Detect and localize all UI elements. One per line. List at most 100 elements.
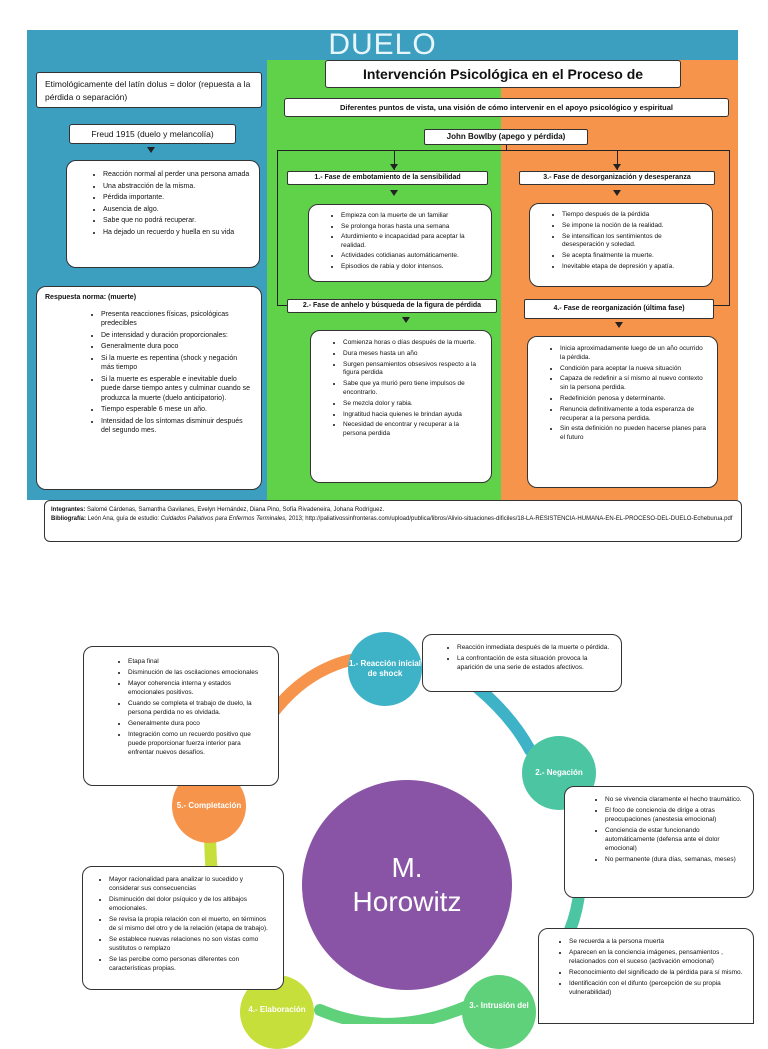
list-item: Reacción normal al perder una persona am… — [103, 170, 251, 180]
list-item: Redefinición penosa y determinante. — [560, 395, 709, 404]
freud-heading-text: Freud 1915 (duelo y melancolía) — [91, 129, 214, 139]
phase4-box: Inicia aproximadamente luego de un año o… — [527, 336, 718, 488]
etymology-text: Etimológicamente del latín dolus = dolor… — [45, 79, 251, 102]
shock-box: Reacción inmediata después de la muerte … — [422, 634, 622, 692]
stage-circle-intrusion: 3.- Intrusión del — [462, 975, 536, 1049]
connector-line — [394, 150, 395, 170]
phase1-heading-text: 1.- Fase de embotamiento de la sensibili… — [314, 174, 461, 181]
list-item: Ausencia de algo. — [103, 205, 251, 215]
intrusion-box: Se recuerda a la persona muerta Aparecen… — [538, 928, 754, 1024]
center-label: M. Horowitz — [352, 852, 462, 917]
stage-label: 3.- Intrusión del — [469, 1001, 529, 1010]
list-item: Se acepta finalmente la muerte. — [562, 252, 704, 261]
phase3-heading-text: 3.- Fase de desorganización y desesperan… — [543, 174, 691, 181]
list-item: Se impone la noción de la realidad. — [562, 222, 704, 231]
list-item: Etapa final — [128, 657, 268, 666]
list-item: Capaza de redefinir a sí mismo al nuevo … — [560, 375, 709, 393]
list-item: Reconocimiento del significado de la pér… — [569, 968, 745, 977]
list-item: Identificación con el difunto (percepció… — [569, 979, 745, 997]
stage-label: 4.- Elaboración — [248, 1005, 306, 1014]
shock-list: Reacción inmediata después de la muerte … — [427, 643, 613, 672]
list-item: No permanente (dura días, semanas, meses… — [605, 855, 745, 864]
intervention-title-box: Intervención Psicológica en el Proceso d… — [325, 60, 681, 88]
bibliografia-pre: León Ana, guía de estudio: — [86, 515, 161, 522]
integrantes-line: Integrantes: Salomé Cárdenas, Samantha G… — [51, 506, 735, 515]
list-item: De intensidad y duración proporcionales: — [101, 331, 251, 341]
list-item: Pérdida importante. — [103, 193, 251, 203]
list-item: Integración como un recuerdo positivo qu… — [128, 730, 268, 757]
phase2-heading-text: 2.- Fase de anhelo y búsqueda de la figu… — [302, 302, 482, 309]
list-item: Disminución del dolor psíquico y de los … — [109, 895, 275, 913]
normal-response-heading: Respuesta norma: (muerte) — [45, 294, 137, 301]
bibliografia-line: Bibliografía: León Ana, guía de estudio:… — [51, 515, 735, 524]
list-item: Se las percibe como personas diferentes … — [109, 955, 275, 973]
elaboration-box: Mayor racionalidad para analizar lo suce… — [82, 866, 284, 990]
completion-box: Etapa final Disminución de las oscilacio… — [83, 646, 279, 786]
list-item: Disminución de las oscilaciones emociona… — [128, 668, 268, 677]
connector-line — [277, 150, 729, 151]
list-item: Una abstracción de la misma. — [103, 182, 251, 192]
subtitle-box: Diferentes puntos de vista, una visión d… — [284, 98, 729, 117]
list-item: Si la muerte es repentina (shock y negac… — [101, 354, 251, 373]
freud-list: Reacción normal al perder una persona am… — [77, 170, 251, 237]
phase4-heading-text: 4.- Fase de reorganización (última fase) — [553, 305, 685, 312]
list-item: Se recuerda a la persona muerta — [569, 937, 745, 946]
completion-list: Etapa final Disminución de las oscilacio… — [90, 657, 268, 757]
list-item: Se mezcla dolor y rabia. — [343, 400, 483, 409]
bibliografia-book: Cuidados Paliativos para Enfermos Termin… — [160, 515, 287, 522]
phase2-list: Comienza horas o días después de la muer… — [317, 339, 483, 439]
arc-intrusion-elaboration — [314, 999, 476, 1024]
arrow-icon — [613, 190, 621, 196]
list-item: Cuando se completa el trabajo de duelo, … — [128, 699, 268, 717]
list-item: Necesidad de encontrar y recuperar a la … — [343, 421, 483, 439]
normal-response-box: Respuesta norma: (muerte) Presenta reacc… — [36, 286, 262, 490]
list-item: Renuncia definitivamente a toda esperanz… — [560, 406, 709, 424]
list-item: Inicia aproximadamente luego de un año o… — [560, 345, 709, 363]
list-item: Generalmente dura poco — [128, 719, 268, 728]
stage-label: 5.- Completación — [176, 801, 242, 810]
list-item: Ingratitud hacia quienes le brindan ayud… — [343, 411, 483, 420]
list-item: Conciencia de estar funcionando automáti… — [605, 826, 745, 853]
integrantes-text: Salomé Cárdenas, Samantha Gavilanes, Eve… — [85, 507, 385, 513]
phase3-heading: 3.- Fase de desorganización y desesperan… — [519, 171, 715, 185]
list-item: El foco de conciencia de dirige a otras … — [605, 806, 745, 824]
phase3-list: Tiempo después de la pérdida Se impone l… — [536, 211, 704, 272]
list-item: Inevitable etapa de depresión y apatía. — [562, 263, 704, 272]
list-item: Generalmente dura poco — [101, 342, 251, 352]
list-item: Mayor coherencia interna y estados emoci… — [128, 679, 268, 697]
stage-circle-shock: 1.- Reacción inicial de shock — [348, 632, 422, 706]
list-item: Actividades cotidianas automáticamente. — [341, 252, 483, 261]
list-item: Se revisa la propia relación con el muer… — [109, 915, 275, 933]
connector-line — [506, 145, 507, 151]
bowlby-heading: John Bowlby (apego y pérdida) — [424, 129, 588, 145]
arrow-icon — [402, 317, 410, 323]
list-item: Aturdimiento e incapacidad para aceptar … — [341, 233, 483, 250]
list-item: Tiempo esperable 6 mese un año. — [101, 405, 251, 415]
integrantes-label: Integrantes: — [51, 507, 86, 513]
phase3-box: Tiempo después de la pérdida Se impone l… — [529, 203, 713, 287]
list-item: Empieza con la muerte de un familiar — [341, 212, 483, 221]
list-item: Sabe que ya murió pero tiene impulsos de… — [343, 380, 483, 398]
list-item: Sabe que no podrá recuperar. — [103, 216, 251, 226]
arrow-icon — [390, 190, 398, 196]
phase2-heading: 2.- Fase de anhelo y búsqueda de la figu… — [287, 299, 497, 313]
phase1-heading: 1.- Fase de embotamiento de la sensibili… — [287, 171, 488, 185]
bibliografia-label: Bibliografía: — [51, 515, 87, 522]
phase4-heading: 4.- Fase de reorganización (última fase) — [524, 299, 714, 319]
list-item: Episodios de rabia y dolor intensos. — [341, 263, 483, 272]
arrow-icon — [390, 164, 398, 170]
list-item: Presenta reacciones físicas, psicológica… — [101, 310, 251, 329]
freud-box: Reacción normal al perder una persona am… — [66, 160, 260, 268]
list-item: Surgen pensamientos obsesivos respecto a… — [343, 361, 483, 379]
connector-line — [277, 150, 278, 305]
phase4-list: Inicia aproximadamente luego de un año o… — [534, 345, 709, 443]
negation-box: No se vivencia claramente el hecho traum… — [564, 786, 754, 898]
list-item: Si la muerte es esperable e inevitable d… — [101, 375, 251, 404]
connector-line — [729, 150, 730, 305]
footer-box: Integrantes: Salomé Cárdenas, Samantha G… — [44, 500, 742, 542]
list-item: Se intensifican los sentimientos de dese… — [562, 233, 704, 251]
main-title: DUELO — [328, 28, 437, 61]
list-item: Comienza horas o días después de la muer… — [343, 339, 483, 348]
list-item: Mayor racionalidad para analizar lo suce… — [109, 875, 275, 893]
list-item: Reacción inmediata después de la muerte … — [457, 643, 613, 652]
